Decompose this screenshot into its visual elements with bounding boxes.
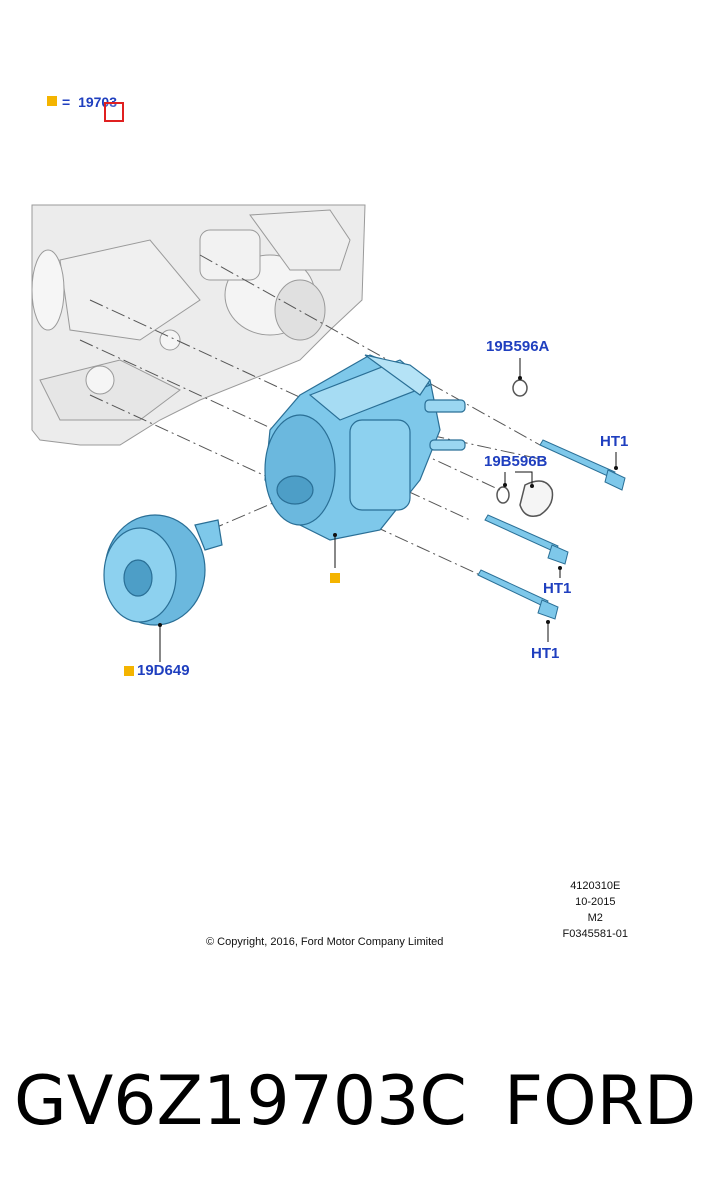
illustration-id: 4120310E <box>570 880 621 892</box>
compressor-marker-icon[interactable] <box>330 573 340 583</box>
footer-brand: FORD <box>504 1062 697 1141</box>
footer-part-number: GV6Z19703C <box>14 1062 467 1141</box>
leader-lines <box>159 358 617 662</box>
gasket-illustration <box>496 379 554 517</box>
footer-band <box>0 1000 708 1200</box>
callout-19b596a[interactable]: 19B596A <box>486 338 550 355</box>
illustration-version: M2 <box>587 912 603 924</box>
leader-dots <box>158 376 618 627</box>
copyright-notice: © Copyright, 2016, Ford Motor Company Li… <box>206 936 444 948</box>
pulley-marker-icon <box>124 666 134 676</box>
legend-equals: = <box>62 94 71 110</box>
document-info: 4120310E 10-2015 M2 F0345581-01 <box>563 878 628 942</box>
callout-19b596b[interactable]: 19B596B <box>484 453 548 470</box>
exploded-view-diagram <box>31 204 626 662</box>
ac-compressor-illustration <box>264 354 466 541</box>
callout-19d649[interactable]: 19D649 <box>137 662 190 679</box>
callout-ht1-bottom[interactable]: HT1 <box>531 645 560 662</box>
callout-ht1-top[interactable]: HT1 <box>600 433 629 450</box>
legend-marker-icon <box>47 96 57 106</box>
bolt-illustrations <box>477 439 626 620</box>
figure-id: F0345581-01 <box>562 928 628 940</box>
engine-block-illustration <box>31 204 366 446</box>
illustration-date: 10-2015 <box>575 896 616 908</box>
pulley-illustration <box>103 514 223 626</box>
legend-part-number[interactable]: 19703 <box>78 94 118 110</box>
callout-ht1-middle[interactable]: HT1 <box>543 580 572 597</box>
highlight-box[interactable] <box>104 102 124 122</box>
legend-text: = 19703 <box>62 94 117 110</box>
